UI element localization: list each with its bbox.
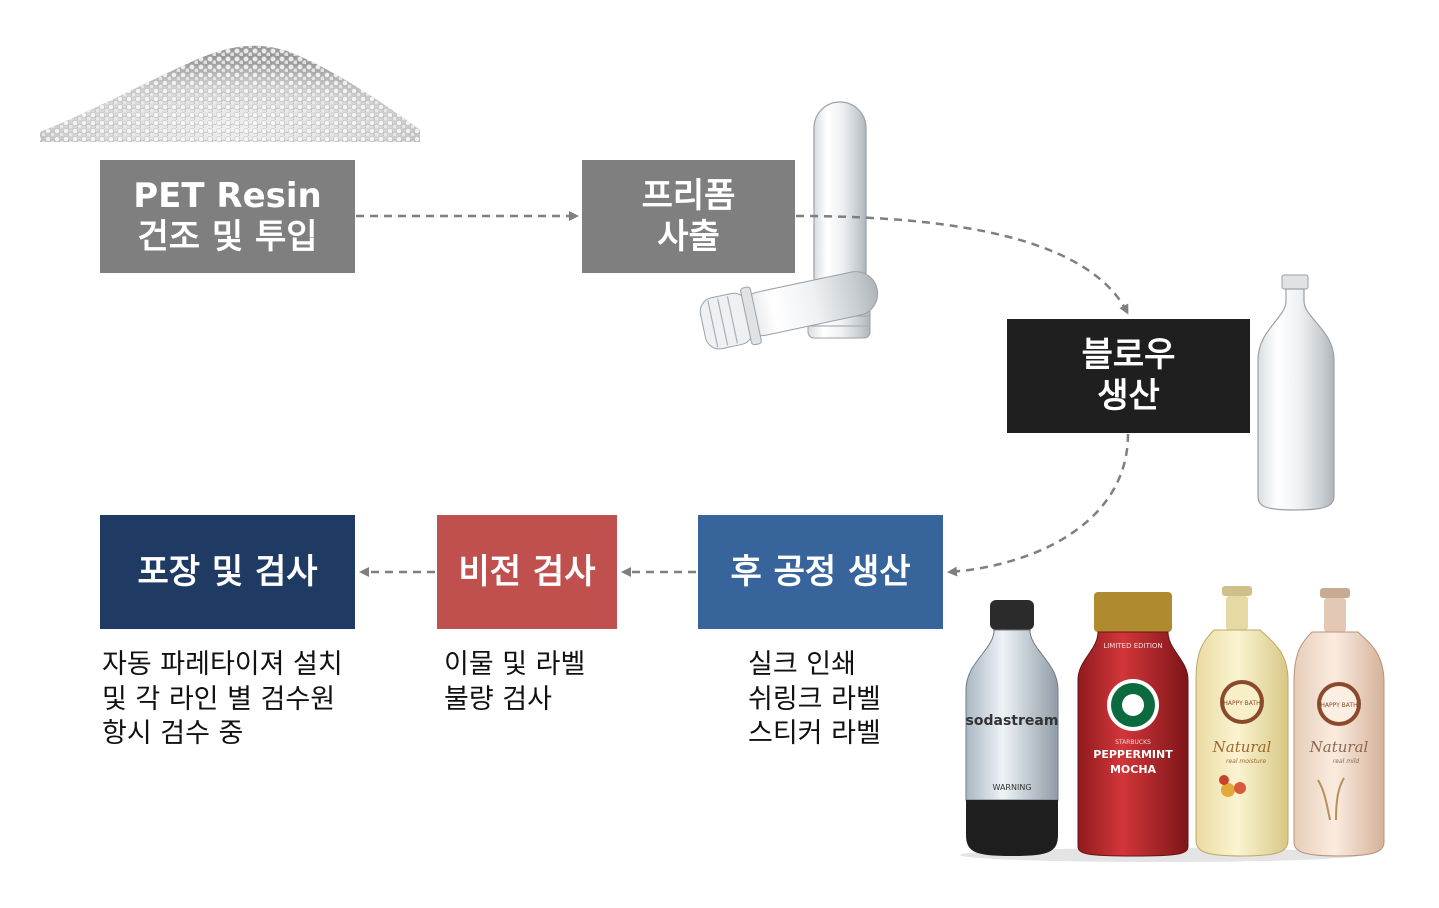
step-pet-resin: PET Resin 건조 및 투입 xyxy=(100,160,355,273)
sodastream-warning-text: WARNING xyxy=(992,783,1031,792)
step-preform: 프리폼 사출 xyxy=(582,160,795,273)
step-packing-label: 포장 및 검사 xyxy=(137,551,318,592)
note-pack-line2: 및 각 라인 별 검수원 xyxy=(102,683,336,715)
step-blow: 블로우 생산 xyxy=(1007,319,1250,433)
sodastream-logo-text: sodastream xyxy=(966,713,1059,729)
note-pack-line1: 자동 파레타이져 설치 xyxy=(102,649,343,680)
note-packing: 자동 파레타이져 설치 및 각 라인 별 검수원 항시 검수 중 xyxy=(102,648,343,752)
happy-bath-bottle-1: HAPPY BATH Natural real moisture xyxy=(1195,586,1289,857)
arrow-blow-to-post xyxy=(947,433,1130,577)
note-post-line1: 실크 인쇄 xyxy=(748,649,856,680)
step-vision-inspection-label: 비전 검사 xyxy=(458,551,596,592)
step-blow-line1: 블로우 xyxy=(1081,335,1176,376)
starbucks-edition-text: LIMITED EDITION xyxy=(1103,642,1162,650)
note-vision-line2: 불량 검사 xyxy=(444,683,552,715)
step-preform-line2: 사출 xyxy=(657,216,720,257)
starbucks-line1-text: PEPPERMINT xyxy=(1093,748,1173,761)
arrow-preform-to-blow xyxy=(795,214,1129,315)
note-vision-line1: 이물 및 라벨 xyxy=(444,649,586,680)
happy-bath-brand-text-1: HAPPY BATH xyxy=(1223,700,1260,707)
note-vision-inspection: 이물 및 라벨 불량 검사 xyxy=(444,648,585,717)
starbucks-brand-text: STARBUCKS xyxy=(1115,739,1151,746)
happy-bath-bottle-2: HAPPY BATH Natural real mild xyxy=(1293,588,1385,857)
flow-arrows xyxy=(356,211,1130,577)
happy-bath-sub-2: real mild xyxy=(1333,758,1360,765)
note-pack-line3: 항시 검수 중 xyxy=(102,718,244,750)
step-blow-line2: 생산 xyxy=(1097,376,1160,416)
happy-bath-word-2: Natural xyxy=(1309,738,1369,756)
pet-resin-pile-image xyxy=(40,45,420,142)
note-post-process: 실크 인쇄 쉬링크 라벨 스티커 라벨 xyxy=(748,648,881,752)
finished-products-image: sodastream WARNING LIMITED EDITION STARB… xyxy=(960,586,1385,862)
sodastream-bottle: sodastream WARNING xyxy=(965,600,1059,856)
note-post-line2: 쉬링크 라벨 xyxy=(748,683,881,715)
step-post-process-label: 후 공정 생산 xyxy=(730,551,911,592)
step-pet-resin-line2: 건조 및 투입 xyxy=(137,216,318,257)
preform-tubes-image xyxy=(699,101,879,350)
step-post-process: 후 공정 생산 xyxy=(698,515,943,629)
happy-bath-word-1: Natural xyxy=(1212,738,1272,756)
step-vision-inspection: 비전 검사 xyxy=(437,515,617,629)
step-preform-line1: 프리폼 xyxy=(641,175,736,216)
starbucks-line2-text: MOCHA xyxy=(1110,763,1157,776)
note-post-line3: 스티커 라벨 xyxy=(748,718,881,750)
happy-bath-sub-1: real moisture xyxy=(1226,758,1266,765)
starbucks-bottle: LIMITED EDITION STARBUCKS PEPPERMINT MOC… xyxy=(1077,592,1189,857)
clear-pet-bottle-image xyxy=(1257,274,1335,511)
happy-bath-brand-text-2: HAPPY BATH xyxy=(1320,702,1357,709)
step-packing: 포장 및 검사 xyxy=(100,515,355,629)
step-pet-resin-line1: PET Resin xyxy=(133,175,322,216)
